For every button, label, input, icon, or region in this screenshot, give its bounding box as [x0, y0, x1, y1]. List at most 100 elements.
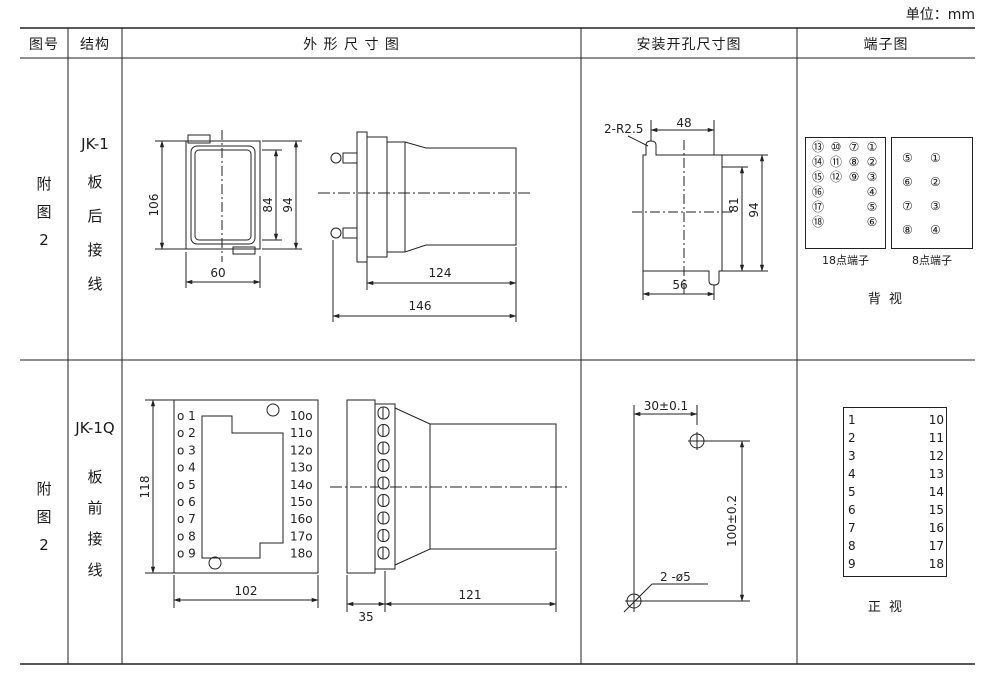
dim-56: 56	[672, 278, 687, 292]
pin-label: o 1	[177, 409, 196, 423]
front-window	[190, 145, 256, 245]
row2-model: JK-1Q	[75, 419, 115, 437]
terminal-cell: ⑦	[902, 199, 913, 213]
header-terminal: 端子图	[863, 37, 909, 53]
dim-radius: 2-R2.5	[604, 122, 643, 136]
terminal-cell: ⑩	[830, 140, 842, 154]
rear-view-label: 背 视	[867, 292, 905, 307]
terminal-cell: ⑥	[902, 175, 913, 189]
terminal-cell: ⑤	[902, 151, 913, 165]
terminal-cell: 16	[928, 521, 944, 535]
fig-char: 2	[39, 536, 49, 554]
wiring-char: 前	[87, 499, 103, 517]
terminal-18-caption: 18点端子	[822, 254, 869, 267]
dim-118: 118	[138, 476, 152, 499]
terminal-row: 8 17	[848, 537, 944, 555]
fig-char: 图	[36, 203, 52, 221]
header-structure: 结构	[80, 37, 110, 53]
row1-fig-label: 附 图 2	[34, 170, 54, 254]
fig-char: 图	[36, 508, 52, 526]
pin-label: 17o	[290, 529, 313, 543]
dim-102: 102	[235, 584, 258, 598]
dim-81: 81	[727, 197, 741, 212]
row1-model: JK-1	[81, 135, 109, 153]
terminal-cell: 2	[848, 431, 856, 445]
terminal-cell: 8	[848, 539, 856, 553]
dim-holes: 2 -ø5	[660, 570, 691, 584]
front-view-label: 正 视	[867, 600, 905, 615]
unit-label: 单位：mm	[905, 7, 975, 23]
dim-121: 121	[459, 588, 482, 602]
terminal-cell: ⑥	[866, 215, 878, 229]
wiring-char: 板	[87, 468, 103, 486]
pin-label: 12o	[290, 443, 313, 457]
dim-60: 60	[210, 266, 225, 280]
terminal-cell: 18	[928, 557, 944, 571]
row2-wiring: 板 前 接 线	[68, 462, 122, 586]
terminal-cell: ⑯	[811, 185, 824, 199]
row2-fig-label: 附 图 2	[34, 475, 54, 559]
dim-35: 35	[358, 610, 373, 624]
terminal-cell: 1	[848, 413, 856, 427]
row1-wiring: 板 后 接 线	[68, 165, 122, 301]
dim-48: 48	[676, 116, 691, 130]
pin-label: 15o	[290, 495, 313, 509]
pin-label: o 8	[177, 529, 196, 543]
dim-124: 124	[429, 266, 452, 280]
terminal-8-caption: 8点端子	[912, 254, 952, 267]
terminal-cell: ⑱	[811, 215, 824, 229]
dim-hole-spacing: 30±0.1	[644, 399, 688, 413]
fig-char: 附	[36, 480, 52, 498]
dim-146: 146	[409, 299, 432, 313]
pin-label: o 6	[177, 495, 196, 509]
terminal-cell: ①	[866, 140, 878, 154]
terminal-cell: ④	[930, 223, 941, 237]
dim-94: 94	[281, 197, 295, 212]
terminal-cell: 13	[928, 467, 944, 481]
fig-char: 附	[36, 175, 52, 193]
terminal-cell: 6	[848, 503, 856, 517]
terminal-cell: 7	[848, 521, 856, 535]
terminal-cell: ⑪	[829, 155, 842, 169]
pin-label: 14o	[290, 478, 313, 492]
terminal-cell: ③	[866, 170, 878, 184]
front-inner-cutout	[201, 415, 284, 559]
pin-label: o 2	[177, 426, 196, 440]
pin-label: 18o	[290, 547, 313, 561]
terminal-cell: 17	[928, 539, 944, 553]
wiring-char: 板	[87, 173, 103, 191]
terminal-cell: 14	[928, 485, 944, 499]
pin-label: 10o	[290, 409, 313, 423]
terminal-cell: ⑨	[848, 170, 860, 184]
terminal-cell: ⑦	[848, 140, 860, 154]
wiring-char: 接	[87, 530, 103, 548]
terminal-cell: ⑤	[866, 200, 878, 214]
pin-label: o 4	[177, 461, 196, 475]
pin-label: 11o	[290, 426, 313, 440]
dim-94-cut: 94	[747, 202, 761, 217]
terminal-cell: ⑧	[902, 223, 913, 237]
fig-char: 2	[39, 231, 49, 249]
wiring-char: 线	[87, 275, 103, 293]
